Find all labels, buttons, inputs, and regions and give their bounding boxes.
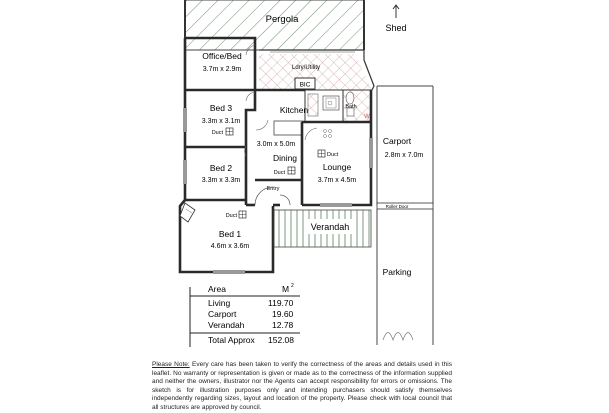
pergola-area: Pergola bbox=[184, 0, 365, 51]
laundry-area: Ldry/Utility bbox=[259, 54, 372, 90]
area-row-verandah-value: 12.78 bbox=[272, 320, 294, 330]
area-header: Area bbox=[208, 284, 226, 294]
area-total-label: Total Approx bbox=[208, 335, 256, 345]
bed1-room: Duct Bed 1 4.6m x 3.6m bbox=[179, 202, 250, 250]
area-row-carport-label: Carport bbox=[208, 309, 237, 319]
door-swings bbox=[244, 44, 318, 157]
area-unit-sup: 2 bbox=[291, 283, 294, 289]
lounge-room: Duct Lounge 3.7m x 4.5m bbox=[317, 149, 357, 184]
shed-label: Shed bbox=[385, 23, 406, 33]
bed1-label: Bed 1 bbox=[219, 229, 241, 239]
parking-label: Parking bbox=[383, 267, 412, 277]
lounge-dims: 3.7m x 4.5m bbox=[318, 177, 357, 184]
dining-room: 3.0m x 5.0m Dining Duct bbox=[257, 141, 298, 176]
kitchen-label: Kitchen bbox=[280, 105, 309, 115]
verandah-area: Verandah bbox=[273, 209, 372, 248]
bath-label: Bath bbox=[345, 104, 356, 110]
area-row-carport-value: 19.60 bbox=[272, 309, 294, 319]
roller-door-label: Roller Door bbox=[386, 204, 409, 209]
windows bbox=[183, 108, 373, 274]
bed3-label: Bed 3 bbox=[210, 103, 232, 113]
lounge-label: Lounge bbox=[323, 162, 352, 172]
pergola-label: Pergola bbox=[266, 14, 299, 25]
dining-duct-label: Duct bbox=[274, 170, 286, 176]
dining-dims: 3.0m x 5.0m bbox=[257, 141, 296, 148]
area-table: Area M 2 Living 119.70 Carport 19.60 Ver… bbox=[189, 283, 300, 347]
entry-area: Entry bbox=[254, 186, 291, 206]
verandah-label: Verandah bbox=[311, 222, 350, 232]
wc-label: W bbox=[364, 114, 370, 120]
bed2-label: Bed 2 bbox=[210, 163, 232, 173]
lounge-duct-label: Duct bbox=[327, 152, 339, 158]
area-row-verandah-label: Verandah bbox=[208, 320, 245, 330]
carport-label: Carport bbox=[383, 136, 412, 146]
north-arrow: Shed bbox=[385, 4, 407, 33]
kitchen-area: Bath W BIC Kitchen bbox=[273, 77, 372, 138]
entry-label: Entry bbox=[267, 186, 280, 192]
bed1-dims: 4.6m x 3.6m bbox=[211, 243, 250, 250]
laundry-label: Ldry/Utility bbox=[292, 65, 320, 71]
area-row-living-value: 119.70 bbox=[268, 298, 294, 308]
disclaimer-text: Every care has been taken to verify the … bbox=[152, 361, 453, 411]
bed3-room: Bed 3 3.3m x 3.1m Duct bbox=[202, 103, 241, 136]
parking-area: Parking bbox=[376, 209, 434, 345]
carport-area: Carport 2.8m x 7.0m Roller Door bbox=[376, 85, 434, 210]
dining-label: Dining bbox=[273, 153, 297, 163]
area-total-value: 152.08 bbox=[268, 335, 294, 345]
bic-label: BIC bbox=[300, 82, 311, 89]
bed3-duct-label: Duct bbox=[212, 130, 224, 136]
office-room: Office/Bed 3.7m x 2.9m bbox=[202, 51, 242, 73]
area-row-living-label: Living bbox=[208, 298, 230, 308]
disclaimer-label: Please Note: bbox=[152, 361, 190, 368]
bed3-dims: 3.3m x 3.1m bbox=[202, 118, 241, 125]
area-unit: M bbox=[282, 284, 289, 294]
disclaimer-note: Please Note: Every care has been taken t… bbox=[152, 361, 452, 413]
bed1-duct-label: Duct bbox=[226, 213, 238, 219]
office-dims: 3.7m x 2.9m bbox=[203, 66, 242, 73]
bed2-room: Bed 2 3.3m x 3.3m bbox=[202, 163, 241, 184]
carport-dims: 2.8m x 7.0m bbox=[385, 152, 424, 159]
office-label: Office/Bed bbox=[202, 51, 242, 61]
floor-plan: Pergola Shed Ldry/Utility Bath W BIC Kit… bbox=[178, 0, 434, 347]
bed2-dims: 3.3m x 3.3m bbox=[202, 177, 241, 184]
